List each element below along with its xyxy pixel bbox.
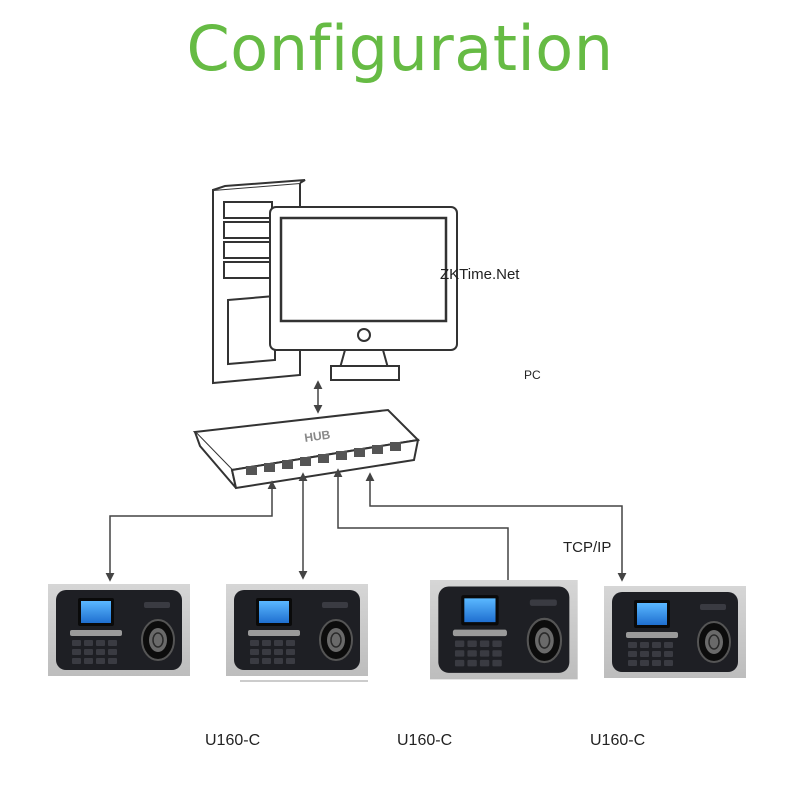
device-3-link	[333, 468, 509, 580]
device-label: U160-C	[590, 732, 645, 749]
fingerprint-terminal-icon	[225, 583, 369, 677]
protocol-label: TCP/IP	[563, 539, 611, 556]
pc-label: PC	[524, 368, 541, 382]
device-1-link	[105, 480, 277, 582]
device-label: U160-C	[397, 732, 452, 749]
device-4-link	[365, 472, 627, 582]
monitor-icon	[269, 206, 458, 381]
hub-label: HUB	[303, 427, 331, 445]
hub-icon: HUB	[192, 408, 421, 490]
fingerprint-terminal-icon	[47, 583, 191, 677]
software-label: ZKTime.Net	[440, 266, 520, 283]
page-title: Configuration	[186, 12, 614, 85]
device-label: U160-C	[205, 732, 260, 749]
connection-lines	[105, 380, 627, 582]
fingerprint-terminal-icon	[428, 578, 579, 681]
fingerprint-terminal-icon	[603, 585, 747, 679]
